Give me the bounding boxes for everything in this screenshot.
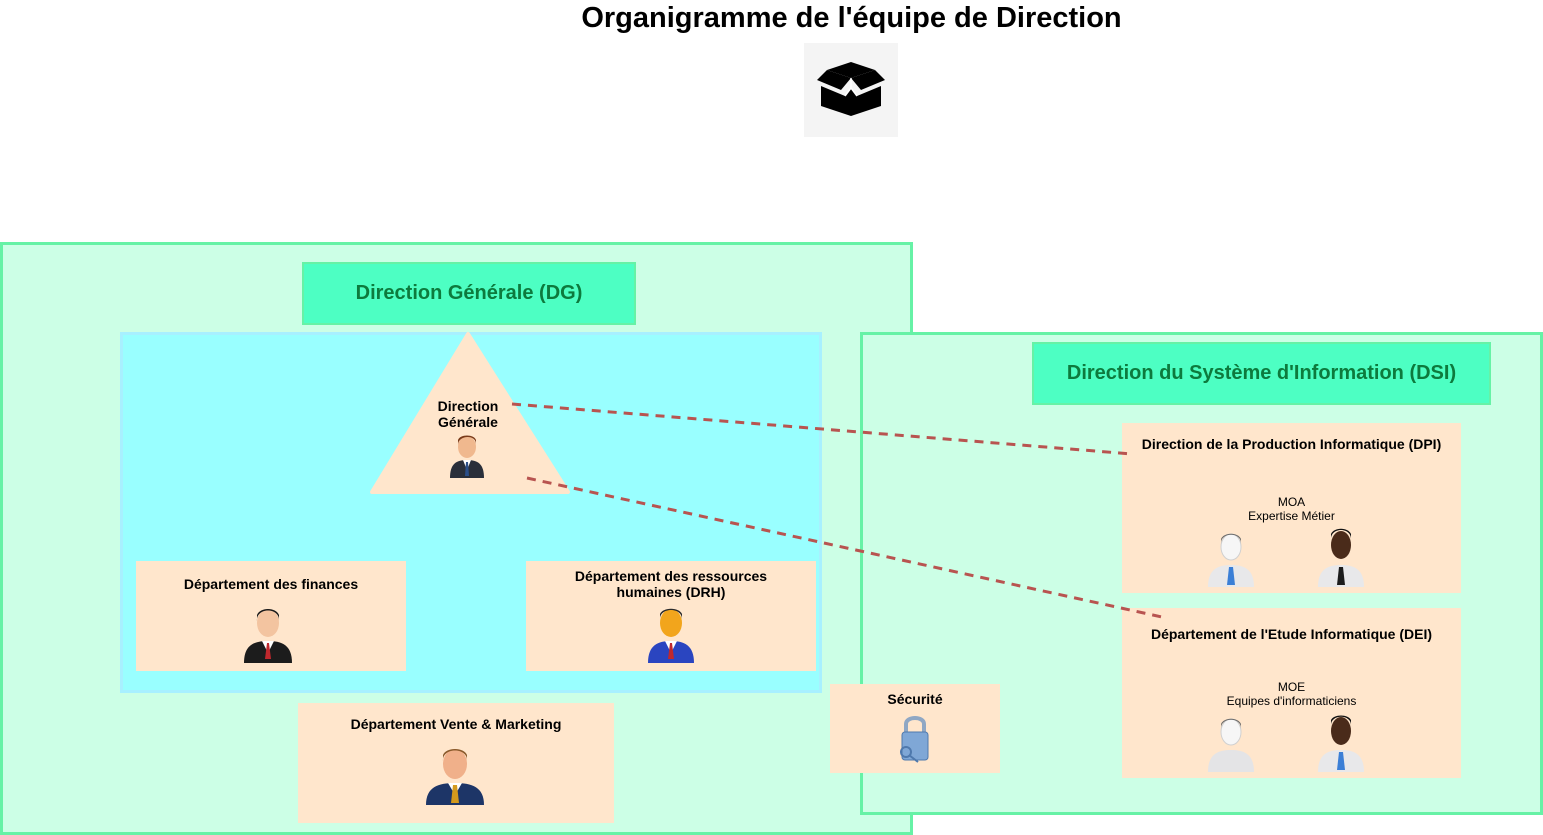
businessman-icon [1316, 523, 1366, 590]
businessman-icon [1206, 527, 1256, 590]
vente-label: Département Vente & Marketing [350, 716, 562, 732]
dpi-node: Direction de la Production Informatique … [1122, 423, 1461, 593]
businessman-icon [424, 743, 486, 808]
businessman-icon [448, 430, 486, 483]
securite-label: Sécurité [887, 691, 943, 707]
dei-label: Département de l'Etude Informatique (DEI… [1150, 626, 1433, 642]
dei-node: Département de l'Etude Informatique (DEI… [1122, 608, 1461, 778]
page-title: Organigramme de l'équipe de Direction [581, 2, 1122, 34]
businessman-icon [1316, 710, 1366, 775]
finances-label: Département des finances [183, 576, 359, 592]
dpi-sub1: MOA [1277, 495, 1306, 509]
businessman-icon [646, 603, 696, 666]
drh-node: Département des ressources humaines (DRH… [526, 561, 816, 671]
businessman-icon [242, 603, 294, 666]
finances-node: Département des finances [136, 561, 406, 671]
drh-label: Département des ressources humaines (DRH… [574, 568, 768, 600]
padlock-icon [898, 712, 932, 767]
dei-sub1: MOE [1277, 680, 1306, 694]
dg-header: Direction Générale (DG) [302, 262, 636, 325]
dpi-sub2: Expertise Métier [1248, 509, 1335, 523]
direction-generale-label: Direction Générale [437, 398, 499, 430]
securite-node: Sécurité [830, 684, 1000, 773]
vente-node: Département Vente & Marketing [298, 703, 614, 823]
dpi-label: Direction de la Production Informatique … [1141, 436, 1442, 452]
box-icon [804, 43, 898, 137]
businessman-icon [1206, 712, 1256, 775]
dei-sub2: Equipes d'informaticiens [1226, 694, 1357, 708]
dsi-header: Direction du Système d'Information (DSI) [1032, 342, 1491, 405]
